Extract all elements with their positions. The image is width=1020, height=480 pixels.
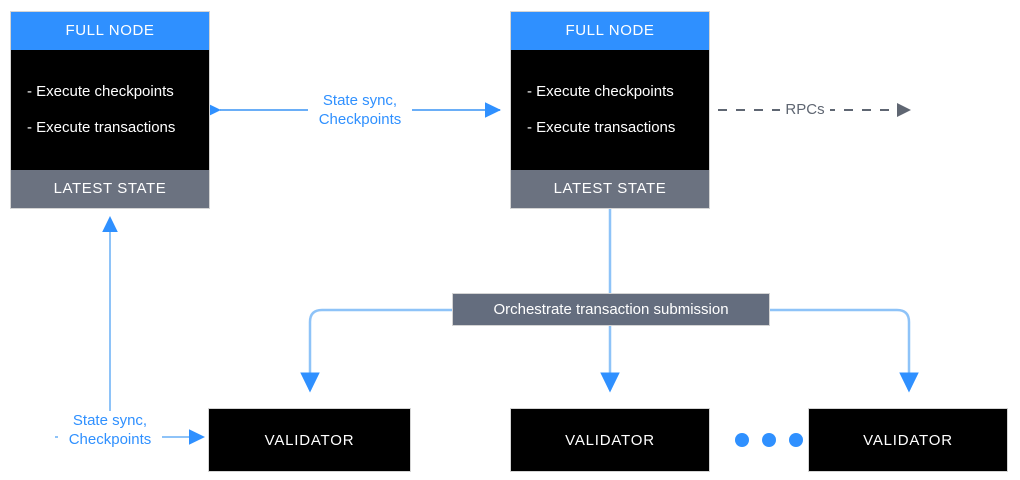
validator-ellipsis-dots — [735, 433, 803, 447]
full-node-right-body-line-2: - Execute transactions — [527, 119, 676, 136]
validator-1[interactable]: VALIDATOR — [208, 408, 411, 472]
ellipsis-dot-1 — [735, 433, 749, 447]
edge-label-state-sync-line-1: State sync, — [322, 92, 398, 109]
full-node-right-latest-state: LATEST STATE — [511, 170, 709, 208]
full-node-left-body-line-2: - Execute transactions — [27, 119, 176, 136]
edge-label-rpcs: RPCs — [780, 100, 830, 120]
validator-2[interactable]: VALIDATOR — [510, 408, 710, 472]
validator-2-label: VALIDATOR — [565, 431, 655, 449]
full-node-right-body-line-1: - Execute checkpoints — [527, 83, 674, 100]
ellipsis-dot-3 — [789, 433, 803, 447]
full-node-left-latest-state: LATEST STATE — [11, 170, 209, 208]
full-node-left-body: - Execute checkpoints - Execute transact… — [11, 50, 209, 170]
full-node-left-body-line-1: - Execute checkpoints — [27, 83, 174, 100]
full-node-right-header: FULL NODE — [511, 12, 709, 50]
validator-3[interactable]: VALIDATOR — [808, 408, 1008, 472]
orchestrate-label: Orchestrate transaction submission — [493, 301, 729, 318]
validator-1-label: VALIDATOR — [264, 431, 355, 449]
full-node-left[interactable]: FULL NODE - Execute checkpoints - Execut… — [10, 11, 210, 209]
edge-label-state-sync-bottom-line-2: Checkpoints — [68, 431, 152, 448]
full-node-right[interactable]: FULL NODE - Execute checkpoints - Execut… — [510, 11, 710, 209]
edge-label-rpcs-text: RPCs — [785, 101, 825, 118]
full-node-right-body: - Execute checkpoints - Execute transact… — [511, 50, 709, 170]
validator-3-label: VALIDATOR — [863, 431, 953, 449]
edge-label-state-sync-line-2: Checkpoints — [318, 111, 402, 128]
edge-label-state-sync-bottom-left: State sync, Checkpoints — [58, 411, 162, 449]
edge-orchestrator-to-validator-3 — [770, 308, 919, 393]
edge-label-state-sync-bottom-line-1: State sync, — [72, 412, 148, 429]
edge-orchestrator-to-validator-1 — [300, 308, 452, 393]
orchestrate-transaction-submission-box[interactable]: Orchestrate transaction submission — [452, 293, 770, 326]
ellipsis-dot-2 — [762, 433, 776, 447]
full-node-left-header: FULL NODE — [11, 12, 209, 50]
edge-label-state-sync-between-nodes: State sync, Checkpoints — [308, 91, 412, 129]
